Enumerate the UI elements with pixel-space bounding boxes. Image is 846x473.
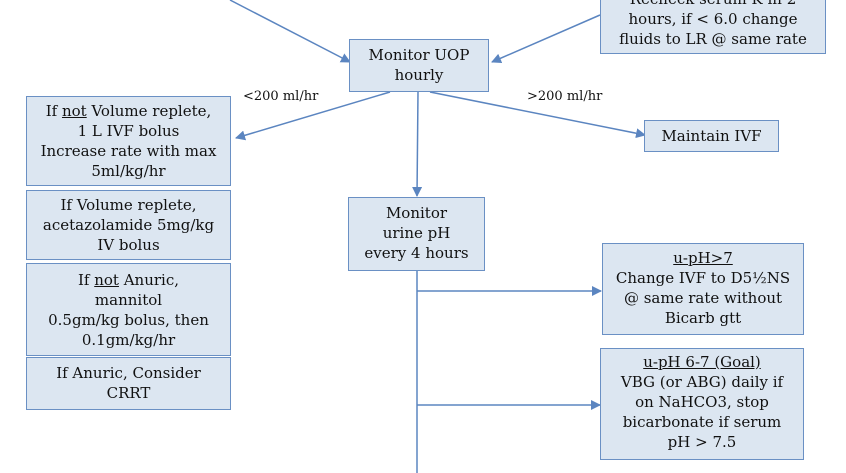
not-volume-replete-line-1: If not Volume replete, [45,102,212,120]
recheck-k-box: Recheck serum K in 2 hours, if < 6.0 cha… [600,0,826,54]
uph-gt7-line-2: @ same rate without [623,289,783,307]
recheck-k-line-3: fluids to LR @ same rate [619,30,807,48]
monitor-ph-box: Monitor urine pH every 4 hours [348,197,485,271]
monitor-ph-line-3: every 4 hours [364,244,469,262]
arrow-to-not-volume-replete [235,91,391,141]
uph-gt7-line-1: Change IVF to D5½NS [615,269,791,287]
uph-goal-line-4: pH > 7.5 [667,433,737,451]
uph-goal-title: u-pH 6-7 (Goal) [643,353,761,371]
monitor-ph-line-1: Monitor [385,204,448,222]
uph-goal-line-1: VBG (or ABG) daily if [620,373,784,391]
volume-replete-box: If Volume replete, acetazolamide 5mg/kg … [26,190,231,260]
arrow-from-recheck-k [491,14,601,63]
volume-replete-line-3: IV bolus [97,236,160,254]
recheck-k-line-2: hours, if < 6.0 change [628,10,798,28]
not-anuric-line-3: 0.5gm/kg bolus, then [48,311,209,329]
not-volume-replete-line-4: 5ml/kg/hr [91,162,166,180]
not-anuric-box: If not Anuric, mannitol 0.5gm/kg bolus, … [26,263,231,356]
not-volume-replete-line-3: Increase rate with max [40,142,217,160]
not-anuric-line-4: 0.1gm/kg/hr [81,331,176,349]
recheck-k-line-1: Recheck serum K in 2 [601,0,825,9]
uph-gt7-title: u-pH>7 [673,249,733,267]
monitor-ph-line-2: urine pH [382,224,451,242]
monitor-uop-box: Monitor UOP hourly [349,39,489,92]
uph-gt7-line-3: Bicarb gtt [664,309,742,327]
uph-goal-line-2: on NaHCO3, stop [635,393,769,411]
not-volume-replete-box: If not Volume replete, 1 L IVF bolus Inc… [26,96,231,186]
uph-gt7-box: u-pH>7 Change IVF to D5½NS @ same rate w… [602,243,804,335]
volume-replete-line-2: acetazolamide 5mg/kg [42,216,215,234]
not-volume-replete-line-2: 1 L IVF bolus [77,122,180,140]
label-less-200: <200 ml/hr [243,89,319,104]
volume-replete-line-1: If Volume replete, [60,196,197,214]
monitor-uop-line-1: Monitor UOP [368,46,470,64]
maintain-ivf-line: Maintain IVF [661,127,762,145]
maintain-ivf-box: Maintain IVF [644,120,779,152]
uph-goal-line-3: bicarbonate if serum [622,413,782,431]
arrow-to-maintain-ivf [429,91,646,139]
monitor-uop-line-2: hourly [394,66,444,84]
not-anuric-line-2: mannitol [94,291,163,309]
anuric-line-2: CRRT [106,384,151,402]
not-anuric-line-1: If not Anuric, [77,271,180,289]
label-more-200: >200 ml/hr [527,89,603,104]
arrow-to-monitor-ph [412,91,423,197]
anuric-box: If Anuric, Consider CRRT [26,357,231,410]
arrow-from-top-left [229,0,351,63]
uph-goal-box: u-pH 6-7 (Goal) VBG (or ABG) daily if on… [600,348,804,460]
anuric-line-1: If Anuric, Consider [56,364,201,382]
